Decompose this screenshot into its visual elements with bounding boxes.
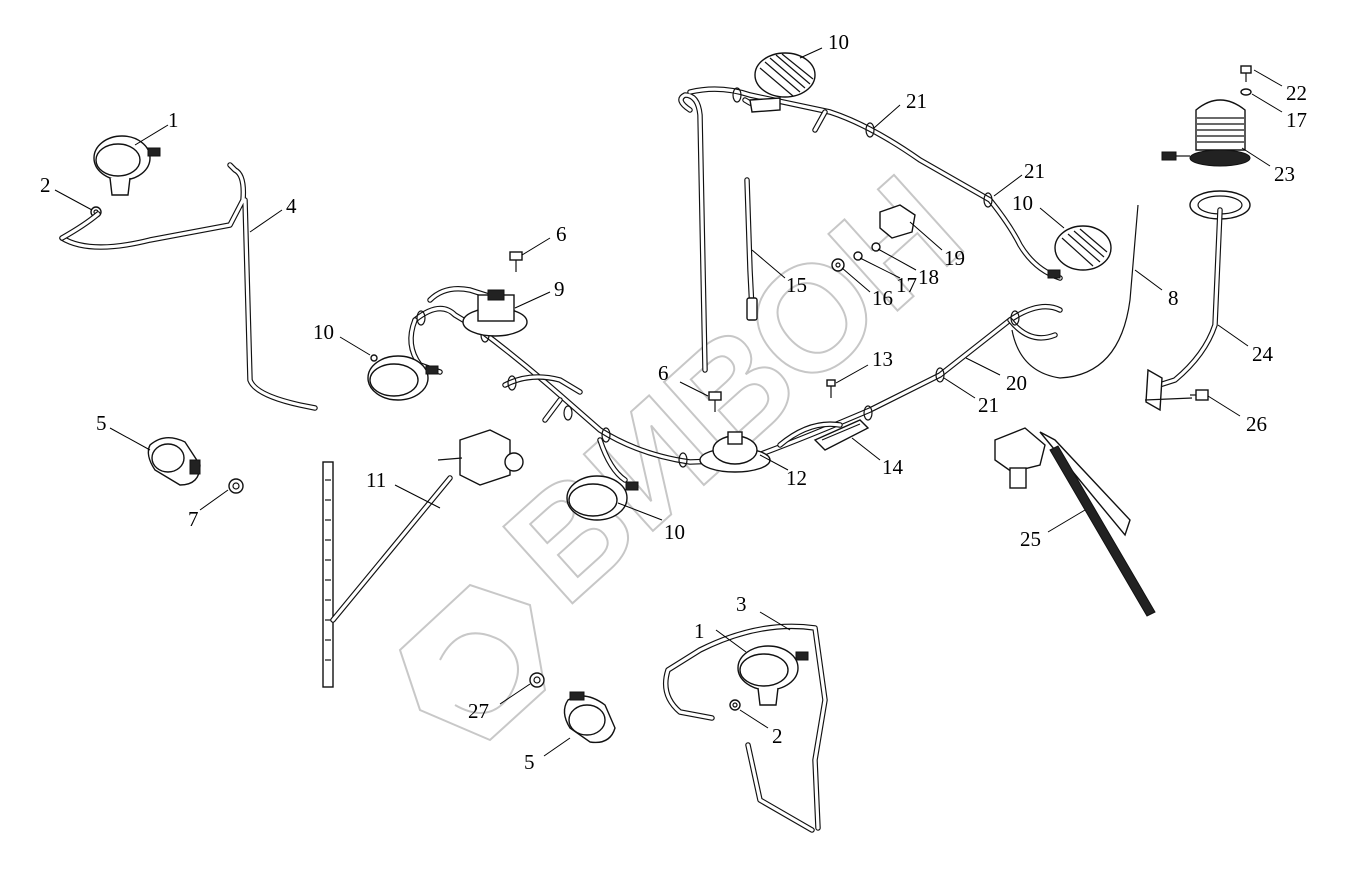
callout-10-center: 10: [664, 520, 685, 544]
callout-12: 12: [786, 466, 807, 490]
bolt-26: [1190, 389, 1209, 401]
callout-21-right: 21: [1024, 159, 1045, 183]
callout-1-top: 1: [168, 108, 179, 132]
callout-22: 22: [1286, 81, 1307, 105]
nut-7: [228, 478, 244, 494]
washer-17-beacon: [1240, 88, 1252, 96]
callout-15: 15: [786, 273, 807, 297]
callout-8: 8: [1168, 286, 1179, 310]
watermark-logo-mark: [439, 632, 519, 714]
callout-11: 11: [366, 468, 386, 492]
callout-24: 24: [1252, 342, 1274, 366]
callout-4: 4: [286, 194, 297, 218]
callout-27: 27: [468, 699, 489, 723]
wiper-25: [994, 427, 1156, 617]
callout-2-top: 2: [40, 173, 51, 197]
callout-20: 20: [1006, 371, 1027, 395]
callout-17-beacon: 17: [1286, 108, 1307, 132]
lead-wire-15: [744, 177, 758, 321]
work-lamp-10-left: [367, 354, 439, 401]
harness-4: [59, 162, 318, 411]
callout-labels: 1 2 4 5 7 6 9 10 11 10 21 21 10 19 18 17…: [40, 30, 1307, 774]
callout-5-left: 5: [96, 411, 107, 435]
callout-10-right: 10: [1012, 191, 1033, 215]
bolt-6-center: [708, 391, 722, 412]
callout-10-top: 10: [828, 30, 849, 54]
work-lamp-1-top: [93, 135, 161, 196]
callout-26: 26: [1246, 412, 1267, 436]
switch-box: [437, 429, 524, 486]
nut-2-bottom: [729, 699, 741, 711]
callout-14: 14: [882, 455, 904, 479]
marker-lamp-5-left: [147, 437, 201, 486]
dome-light-12: [699, 431, 771, 473]
beacon-23: [1161, 99, 1251, 220]
callout-5-bottom: 5: [524, 750, 535, 774]
work-lamp-10-right: [1047, 225, 1112, 279]
callout-6-center: 6: [658, 361, 669, 385]
leader-lines: [54, 47, 1283, 757]
work-lamp-10-top: [749, 52, 816, 113]
callout-6-left: 6: [556, 222, 567, 246]
callout-7: 7: [188, 507, 199, 531]
bracket-11: [322, 461, 453, 688]
marker-lamp-5-bottom: [563, 691, 616, 744]
nut-27: [529, 672, 545, 688]
callout-19: 19: [944, 246, 965, 270]
buzzer-9: [462, 289, 528, 337]
callout-23: 23: [1274, 162, 1295, 186]
antenna-cable-8: [1011, 204, 1139, 379]
callout-16: 16: [872, 286, 893, 310]
beacon-mount-24: [1144, 207, 1223, 412]
work-lamp-10-center: [566, 475, 639, 521]
harness-3: [663, 623, 828, 833]
connector-19: [879, 204, 916, 239]
bolt-6-left: [509, 251, 523, 272]
callout-3: 3: [736, 592, 747, 616]
callout-18: 18: [918, 265, 939, 289]
callout-21-top: 21: [906, 89, 927, 113]
nut-16: [831, 258, 845, 272]
callout-10-left: 10: [313, 320, 334, 344]
screw-13: [826, 379, 836, 398]
watermark-logo-hexagon: [398, 583, 547, 742]
callout-17-center: 17: [896, 273, 917, 297]
callout-13: 13: [872, 347, 893, 371]
callout-2-bottom: 2: [772, 724, 783, 748]
callout-9: 9: [554, 277, 565, 301]
interior-lamp-14: [813, 419, 870, 451]
screw-22: [1240, 65, 1252, 82]
callout-25: 25: [1020, 527, 1041, 551]
work-lamp-1-bottom: [737, 645, 809, 706]
callout-1-bottom: 1: [694, 619, 705, 643]
callout-21-lower: 21: [978, 393, 999, 417]
